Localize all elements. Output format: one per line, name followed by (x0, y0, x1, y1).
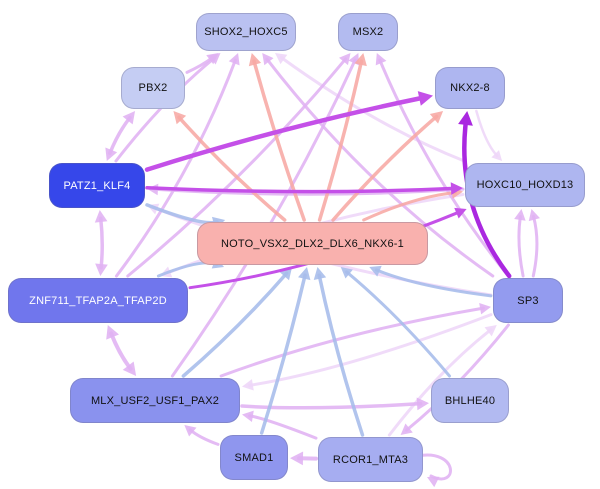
node-label-mlx-usf2-usf1-pax2: MLX_USF2_USF1_PAX2 (90, 394, 220, 407)
node-bhlhe40[interactable]: BHLHE40 (431, 378, 509, 423)
node-label-patz1-klf4: PATZ1_KLF4 (63, 179, 131, 192)
node-rcor1-mta3[interactable]: RCOR1_MTA3 (318, 437, 423, 482)
node-mlx-usf2-usf1-pax2[interactable]: MLX_USF2_USF1_PAX2 (70, 378, 240, 423)
node-label-msx2: MSX2 (352, 26, 384, 38)
node-pbx2[interactable]: PBX2 (121, 67, 185, 109)
node-label-noto-vsx2-dlx2-dlx6-nkx6-1: NOTO_VSX2_DLX2_DLX6_NKX6-1 (221, 237, 404, 250)
node-patz1-klf4[interactable]: PATZ1_KLF4 (49, 163, 145, 208)
node-label-sp3: SP3 (517, 294, 539, 307)
node-label-hoxc10-hoxd13: HOXC10_HOXD13 (476, 179, 574, 191)
node-sp3[interactable]: SP3 (493, 278, 563, 323)
node-shox2-hoxc5[interactable]: SHOX2_HOXC5 (196, 13, 296, 51)
node-label-bhlhe40: BHLHE40 (444, 394, 496, 407)
node-label-nkx2-8: NKX2-8 (450, 82, 490, 94)
node-hoxc10-hoxd13[interactable]: HOXC10_HOXD13 (465, 163, 585, 207)
node-label-rcor1-mta3: RCOR1_MTA3 (332, 453, 409, 466)
node-label-znf711-tfap2a-tfap2d: ZNF711_TFAP2A_TFAP2D (29, 294, 167, 307)
node-znf711-tfap2a-tfap2d[interactable]: ZNF711_TFAP2A_TFAP2D (8, 278, 188, 323)
node-nkx2-8[interactable]: NKX2-8 (435, 67, 505, 109)
node-msx2[interactable]: MSX2 (338, 13, 398, 51)
node-label-shox2-hoxc5: SHOX2_HOXC5 (204, 26, 288, 38)
node-label-smad1: SMAD1 (234, 451, 274, 464)
node-noto-vsx2-dlx2-dlx6-nkx6-1[interactable]: NOTO_VSX2_DLX2_DLX6_NKX6-1 (197, 222, 428, 265)
node-smad1[interactable]: SMAD1 (220, 435, 288, 480)
node-label-pbx2: PBX2 (138, 82, 168, 94)
